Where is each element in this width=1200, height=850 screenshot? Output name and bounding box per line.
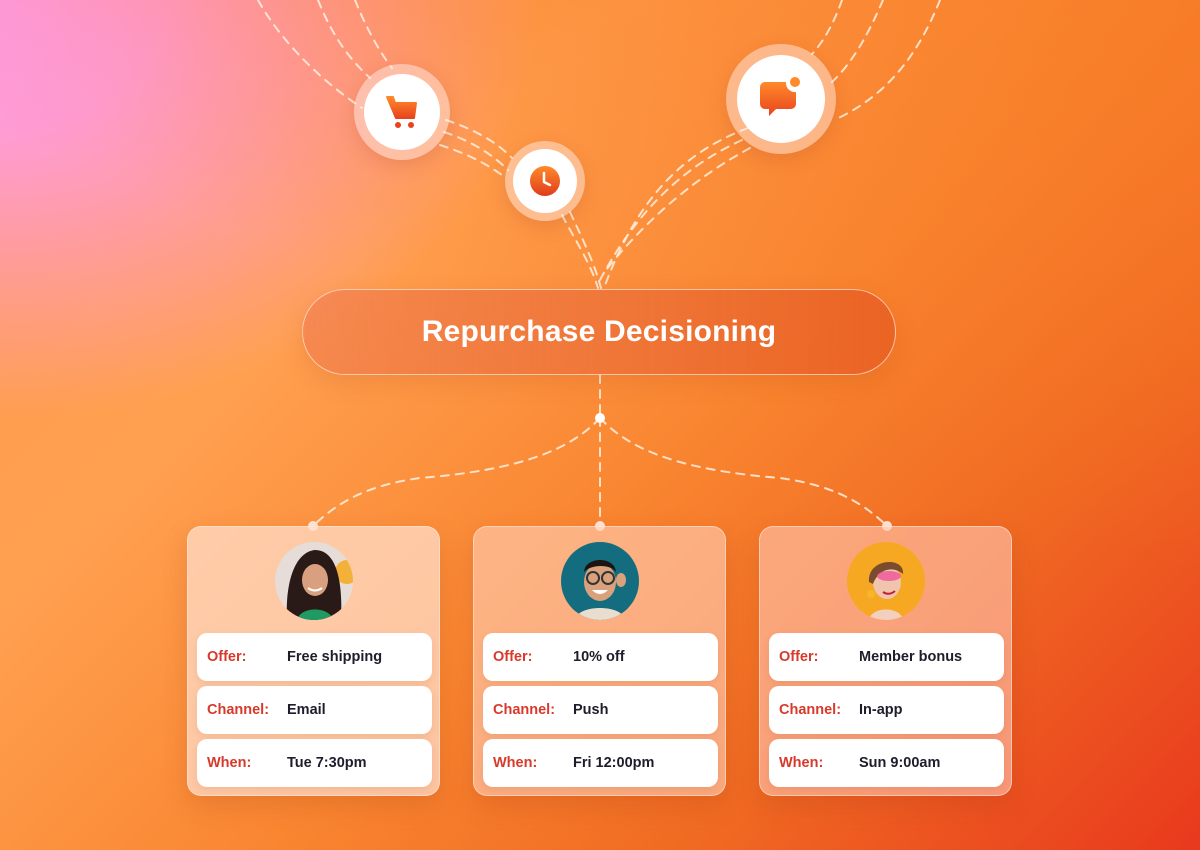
offer-label: Offer: <box>493 649 533 665</box>
offer-value: Member bonus <box>859 649 963 665</box>
clock-icon <box>530 166 560 196</box>
offer-row: Offer: Free shipping <box>197 633 432 681</box>
when-label: When: <box>207 755 252 771</box>
channel-value: Push <box>573 702 609 718</box>
channel-value: Email <box>287 702 326 718</box>
avatar <box>847 542 925 620</box>
offer-label: Offer: <box>779 649 819 665</box>
diagram-title: Repurchase Decisioning <box>421 315 777 348</box>
when-row: When: Tue 7:30pm <box>197 739 432 787</box>
offer-row: Offer: Member bonus <box>769 633 1004 681</box>
channel-row: Channel: Push <box>483 686 718 734</box>
customer-card: Offer: 10% off Channel: Push When: Fri 1… <box>473 526 726 796</box>
channel-value: In-app <box>859 702 903 718</box>
when-row: When: Sun 9:00am <box>769 739 1004 787</box>
customer-card: Offer: Free shipping Channel: Email When… <box>187 526 440 796</box>
clock-node <box>505 141 585 221</box>
chat-notification-icon <box>760 76 802 116</box>
channel-row: Channel: In-app <box>769 686 1004 734</box>
avatar-photo-icon <box>275 542 353 620</box>
avatar-photo-icon <box>847 542 925 620</box>
avatar-photo-icon <box>561 542 639 620</box>
channel-label: Channel: <box>493 702 556 718</box>
offer-row: Offer: 10% off <box>483 633 718 681</box>
when-label: When: <box>493 755 538 771</box>
chat-node <box>726 44 836 154</box>
cart-node <box>354 64 450 160</box>
avatar <box>275 542 353 620</box>
offer-value: 10% off <box>573 649 625 665</box>
channel-row: Channel: Email <box>197 686 432 734</box>
shopping-cart-icon <box>386 96 417 128</box>
when-label: When: <box>779 755 824 771</box>
when-value: Fri 12:00pm <box>573 755 655 771</box>
when-value: Tue 7:30pm <box>287 755 367 771</box>
channel-label: Channel: <box>207 702 270 718</box>
when-value: Sun 9:00am <box>859 755 941 771</box>
avatar <box>561 542 639 620</box>
offer-value: Free shipping <box>287 649 383 665</box>
when-row: When: Fri 12:00pm <box>483 739 718 787</box>
decision-node: Repurchase Decisioning <box>302 289 896 375</box>
offer-label: Offer: <box>207 649 247 665</box>
customer-card: Offer: Member bonus Channel: In-app When… <box>759 526 1012 796</box>
channel-label: Channel: <box>779 702 842 718</box>
